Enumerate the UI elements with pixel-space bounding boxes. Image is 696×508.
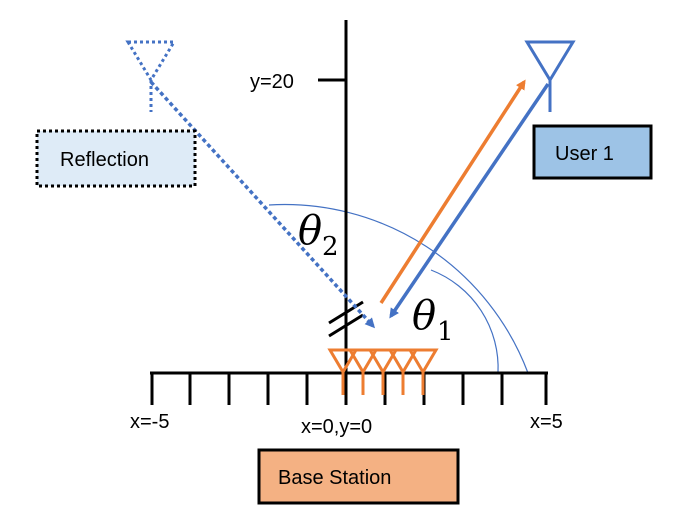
theta2-label: θ 2 — [298, 208, 339, 262]
base-station-box: Base Station — [257, 448, 460, 505]
reflection-path-arrow — [149, 80, 376, 329]
reflection-antenna-icon — [125, 40, 177, 112]
user-antenna-icon — [524, 40, 576, 112]
x-label-right: x=5 — [530, 411, 563, 433]
theta1-arc-outer — [430, 269, 499, 374]
svg-text:θ: θ — [298, 208, 322, 254]
y-tick-label: y=20 — [250, 71, 294, 93]
antenna-array-icon — [327, 348, 439, 395]
axis-break-mark-1 — [328, 300, 364, 325]
svg-text:1: 1 — [437, 317, 454, 347]
svg-text:User 1: User 1 — [555, 143, 614, 165]
axis-break-mark-2 — [328, 313, 364, 338]
svg-text:Reflection: Reflection — [60, 149, 149, 171]
x-ticks — [150, 373, 548, 405]
svg-text:Base Station: Base Station — [278, 467, 391, 489]
reflection-box: Reflection — [35, 129, 197, 188]
x-label-left: x=-5 — [130, 411, 169, 433]
x-label-origin: x=0,y=0 — [301, 416, 372, 438]
theta1-label: θ 1 — [412, 293, 454, 347]
svg-text:2: 2 — [322, 232, 339, 262]
user-box: User 1 — [532, 124, 653, 180]
theta2-arc — [268, 203, 529, 374]
uplink-arrow — [389, 83, 550, 319]
svg-text:θ: θ — [412, 293, 436, 339]
downlink-arrow — [379, 79, 526, 304]
